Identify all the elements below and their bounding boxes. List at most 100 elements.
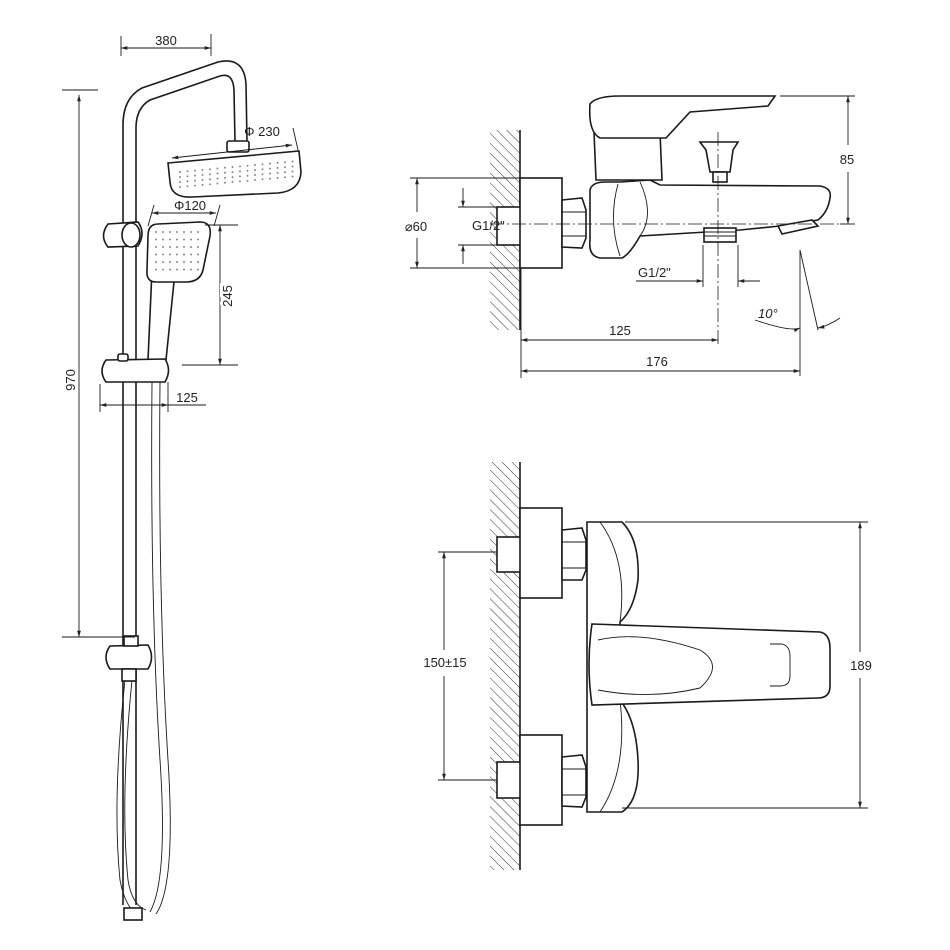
dim-hand-diameter: Φ120 <box>174 198 206 213</box>
nozzle-dot <box>190 246 192 248</box>
nozzle-dot <box>169 246 171 248</box>
nozzle-dot <box>169 238 171 241</box>
nozzle-dot <box>176 238 178 241</box>
cartridge <box>593 131 663 181</box>
nozzle-dot <box>209 173 211 176</box>
nozzle-dot <box>190 231 192 233</box>
dim-flange-diameter: ⌀60 <box>405 219 427 234</box>
nozzle-dot <box>246 174 249 177</box>
nozzle-dot <box>276 171 279 174</box>
nozzle-dot <box>201 183 204 186</box>
dim-angle: 10° <box>758 306 778 321</box>
spout-outlet <box>776 219 820 235</box>
dim-overhead-arm: 380 <box>155 33 177 48</box>
nozzle-dot <box>169 268 171 271</box>
nozzle-dot <box>183 246 185 248</box>
hand-shower-head <box>146 221 212 283</box>
nozzle-dot <box>197 238 199 241</box>
dim-inlet-spacing: 150±15 <box>423 655 466 670</box>
nozzle-dot <box>186 180 189 183</box>
dim-inlet-thread: G1/2" <box>472 218 505 233</box>
nozzle-dot <box>246 164 249 167</box>
upper-flange <box>519 507 563 599</box>
nozzle-dot <box>194 179 196 182</box>
nozzle-dot <box>190 253 192 256</box>
nozzle-dot <box>216 172 219 175</box>
nozzle-dot <box>197 268 199 271</box>
slider-button[interactable] <box>117 353 129 362</box>
nozzle-dot <box>201 178 204 181</box>
nozzle-dot <box>239 175 241 178</box>
nozzle-dot <box>197 231 199 233</box>
nozzle-dot <box>190 238 192 241</box>
nozzle-dot <box>162 253 164 256</box>
nozzle-dot <box>155 253 157 256</box>
nozzle-dot <box>201 168 204 171</box>
nozzle-dot <box>216 167 219 170</box>
upper-holder-cap <box>121 222 141 248</box>
nozzle-dot <box>246 179 249 182</box>
dim-outlet-thread: G1/2" <box>638 265 671 280</box>
nozzle-dot <box>176 261 178 263</box>
mixer-lever-top[interactable] <box>588 623 831 706</box>
nozzle-dot <box>162 268 164 271</box>
nozzle-dot <box>209 178 211 181</box>
nozzle-dot <box>169 253 171 256</box>
hand-shower-handle <box>147 269 176 361</box>
dim-head-diameter: Φ 230 <box>244 124 280 139</box>
nozzle-dot <box>209 183 211 186</box>
nozzle-dot <box>276 176 279 179</box>
mixer-side-view: ⌀60 G1/2" 85 G1/2" 125 176 10° <box>405 95 855 378</box>
nozzle-dot <box>224 176 226 179</box>
dim-spout-length: 176 <box>646 354 668 369</box>
nozzle-dot <box>194 184 196 187</box>
nozzle-dot <box>254 179 256 181</box>
nozzle-dot <box>261 178 264 181</box>
nozzle-dot <box>284 161 286 164</box>
wall-flange <box>519 177 563 269</box>
riser-pipe-outer <box>122 60 248 905</box>
nozzle-dot <box>254 169 256 171</box>
shower-set: 380 970 Φ 230 Φ120 245 125 <box>60 33 302 921</box>
nozzle-dot <box>201 173 204 176</box>
nozzle-dot <box>261 168 264 171</box>
shower-head <box>167 150 302 198</box>
nozzle-dot <box>176 253 178 256</box>
mixer-top-view: 150±15 189 <box>423 462 872 870</box>
dim-outlet-distance: 125 <box>609 323 631 338</box>
nozzle-dot <box>261 173 264 176</box>
nozzle-dot <box>155 238 157 241</box>
outlet-thread <box>703 227 737 243</box>
nozzle-dot <box>197 261 199 263</box>
nozzle-dot <box>224 181 226 184</box>
nozzle-dot <box>291 170 294 173</box>
mixer-lever[interactable] <box>588 95 777 139</box>
wall-hatch <box>490 462 520 870</box>
diverter-knob[interactable] <box>123 635 139 647</box>
dim-body-width: 189 <box>850 658 872 673</box>
nozzle-dot <box>155 246 157 248</box>
lower-flange <box>519 734 563 826</box>
nozzle-dot <box>155 231 157 233</box>
nozzle-dot <box>169 261 171 263</box>
dim-total-height: 970 <box>63 369 78 391</box>
nozzle-dot <box>276 166 279 169</box>
nozzle-dot <box>176 246 178 248</box>
nozzle-dot <box>183 238 185 241</box>
nozzle-dot <box>239 165 241 168</box>
nozzle-dot <box>190 261 192 263</box>
hose-nut <box>123 907 143 921</box>
nozzle-dot <box>231 171 234 174</box>
nozzle-dot <box>291 160 294 163</box>
diverter-knob[interactable] <box>698 141 740 173</box>
slider <box>101 358 170 383</box>
nozzle-dot <box>176 268 178 271</box>
nozzle-dot <box>284 171 286 174</box>
nozzle-dot <box>183 231 185 233</box>
nozzle-dot <box>284 176 286 179</box>
nozzle-dot <box>186 185 189 188</box>
nozzle-dot <box>209 168 211 171</box>
hand-shower-nozzles <box>155 231 199 271</box>
nozzle-dot <box>254 164 256 166</box>
